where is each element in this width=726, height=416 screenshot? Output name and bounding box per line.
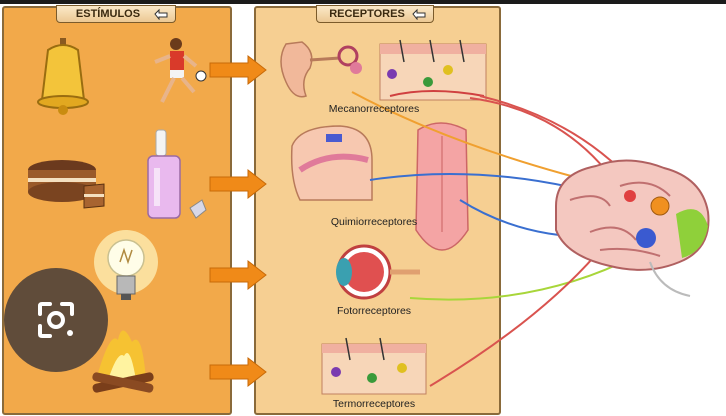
perfume-bottle-icon [147,129,207,219]
receptor-label-photo: Fotorreceptores [336,305,412,317]
receptor-label-chemo: Quimiorreceptores [330,216,418,228]
arrow-photo [209,259,267,291]
soccer-player-icon [154,38,207,103]
skin-thermo-icon [321,337,427,395]
receptors-tab[interactable]: RECEPTORES [316,5,434,23]
skin-section-icon [379,39,487,101]
receptors-title: RECEPTORES [329,8,405,20]
cake-icon [28,160,105,209]
hand-pointer-icon [154,8,168,20]
stimuli-title: ESTÍMULOS [75,8,141,20]
ear-icon [280,41,362,98]
nasal-cavity-icon [290,125,373,201]
hand-pointer-icon [412,8,426,20]
receptor-label-thermo: Termorreceptores [332,398,416,410]
brain-icon [555,159,710,297]
campfire-icon [92,330,154,393]
bell-icon [37,38,89,115]
receptor-label-mechano: Mecanorreceptores [328,103,420,115]
arrow-thermo [209,356,267,388]
camera-lens-icon [38,302,74,338]
light-bulb-icon [94,230,158,300]
arrow-mechano [209,54,267,86]
arrow-chemo [209,168,267,200]
visual-search-button[interactable] [4,268,108,372]
top-bar [0,0,726,4]
tongue-icon [415,122,469,251]
stimuli-tab[interactable]: ESTÍMULOS [56,5,176,23]
eye-icon [336,244,420,300]
